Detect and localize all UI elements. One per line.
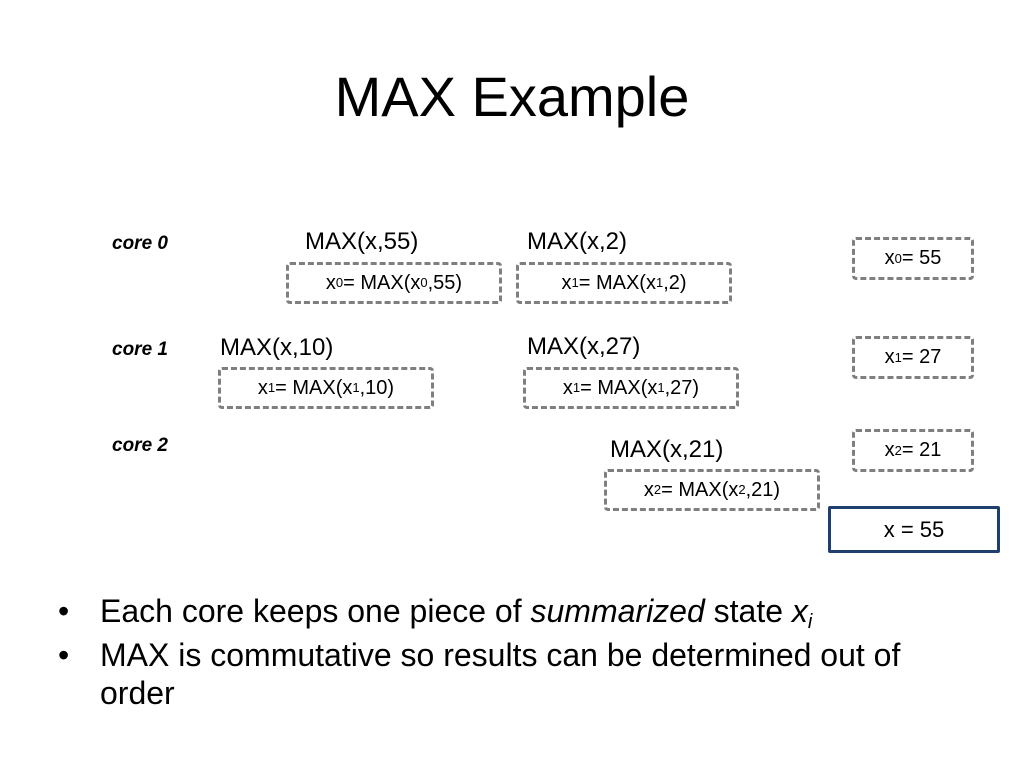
bullet-text: Each core keeps one piece of	[100, 593, 531, 629]
state-value: = 27	[901, 346, 942, 368]
bullet-text: MAX is commutative so results can be det…	[100, 637, 901, 711]
core-2-label: core 2	[112, 435, 168, 456]
result-value: x = 55	[883, 516, 945, 542]
result-box: x = 55	[828, 506, 1000, 553]
bullet-item: MAX is commutative so results can be det…	[58, 636, 978, 712]
op-expr-post: ,10)	[359, 376, 395, 399]
op-call-label: MAX(x,55)	[305, 228, 419, 255]
core-1-label: core 1	[112, 339, 168, 360]
bullet-text: state	[704, 593, 792, 629]
op-expr-post: ,2)	[663, 271, 687, 294]
op-var: x	[643, 478, 654, 501]
op-call-label: MAX(x,10)	[220, 334, 334, 361]
op-var: x	[562, 376, 573, 399]
bullet-emphasis: summarized	[530, 593, 705, 629]
bullet-list: Each core keeps one piece of summarized …	[58, 592, 978, 718]
op-expr-pre: = MAX(x	[343, 271, 421, 294]
op-expr-post: ,27)	[664, 376, 700, 399]
op-call-label: MAX(x,2)	[527, 228, 628, 255]
state-value: = 55	[901, 247, 942, 269]
op-expr-pre: = MAX(x	[580, 376, 658, 399]
state-var: x	[884, 439, 895, 461]
op-var: x	[257, 376, 268, 399]
slide-title: MAX Example	[334, 65, 690, 128]
op-call-label: MAX(x,27)	[527, 333, 641, 360]
op-expr-pre: = MAX(x	[578, 271, 656, 294]
state-var: x	[884, 247, 895, 269]
bullet-subscript: i	[807, 611, 813, 633]
op-var: x	[325, 271, 336, 294]
bullet-item: Each core keeps one piece of summarized …	[58, 592, 978, 633]
state-value: = 21	[901, 439, 942, 461]
bullet-var: x	[791, 593, 808, 629]
op-call-label: MAX(x,21)	[610, 436, 724, 463]
op-var: x	[561, 271, 572, 294]
op-expr-pre: = MAX(x	[661, 478, 739, 501]
op-expr-post: ,21)	[745, 478, 781, 501]
op-expr-pre: = MAX(x	[275, 376, 353, 399]
op-expr-post: ,55)	[427, 271, 463, 294]
state-var: x	[884, 346, 895, 368]
core-0-label: core 0	[112, 233, 168, 254]
